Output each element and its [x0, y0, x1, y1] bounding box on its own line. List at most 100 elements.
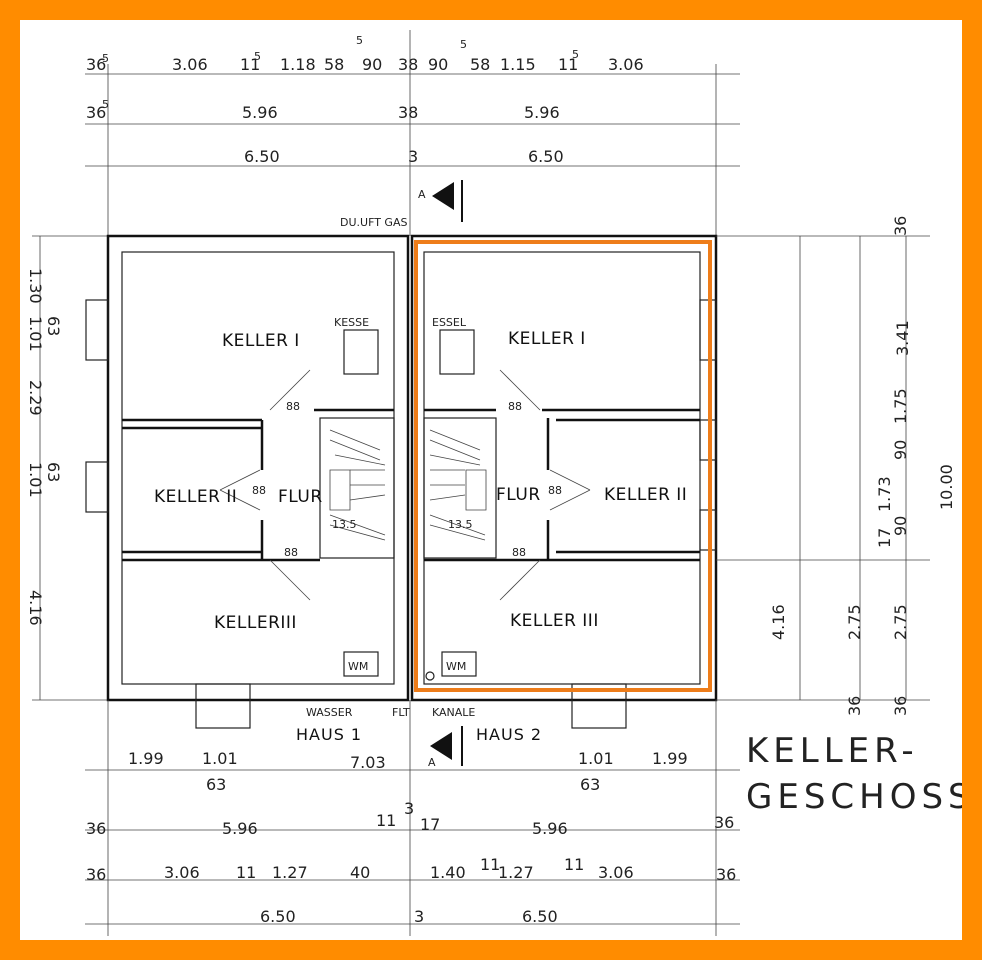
- svg-text:GESCHOSS: GESCHOSS: [746, 777, 962, 817]
- svg-text:11: 11: [564, 855, 584, 874]
- svg-text:FLT: FLT: [392, 706, 410, 719]
- left-dimension-lines: 1.30 1.01 63 2.29 1.01 63 4.16: [26, 235, 110, 701]
- top-row3-labels: 6.50 3 6.50: [244, 147, 564, 166]
- svg-text:WM: WM: [446, 660, 466, 673]
- top-dimension-lines: [85, 30, 740, 236]
- floor-plan-sheet: 36 5 3.06 11 5 1.18 58 5 90 38 90 5 58 1…: [20, 20, 962, 940]
- bottom-row1-labels: 1.99 1.01 63 7.03 1.01 63 1.99: [128, 749, 688, 794]
- svg-text:3.06: 3.06: [164, 863, 200, 882]
- svg-text:2.29: 2.29: [26, 380, 45, 416]
- svg-text:63: 63: [44, 462, 63, 482]
- svg-text:90: 90: [891, 440, 910, 460]
- svg-text:WM: WM: [348, 660, 368, 673]
- bottom-row3-labels: 36 3.06 11 1.27 40 1.40 11 1.27 11 3.06 …: [86, 855, 736, 884]
- svg-text:88: 88: [286, 400, 300, 413]
- svg-text:2.75: 2.75: [845, 604, 864, 640]
- svg-text:4.16: 4.16: [26, 590, 45, 626]
- svg-text:36: 36: [86, 819, 106, 838]
- svg-text:88: 88: [512, 546, 526, 559]
- plan-title: KELLER- GESCHOSS: [746, 731, 962, 817]
- svg-text:1.01: 1.01: [26, 316, 45, 352]
- svg-text:17: 17: [875, 528, 894, 548]
- svg-text:36: 36: [891, 216, 910, 236]
- svg-text:1.01: 1.01: [26, 462, 45, 498]
- svg-text:88: 88: [508, 400, 522, 413]
- svg-text:1.27: 1.27: [272, 863, 308, 882]
- label-haus-2: HAUS 2: [476, 725, 542, 744]
- svg-text:5: 5: [254, 50, 261, 63]
- label-haus-1: HAUS 1: [296, 725, 362, 744]
- svg-text:KELLER-: KELLER-: [746, 731, 919, 771]
- svg-text:90: 90: [891, 516, 910, 536]
- svg-text:11: 11: [240, 55, 260, 74]
- svg-text:5: 5: [572, 48, 579, 61]
- svg-text:11: 11: [236, 863, 256, 882]
- svg-text:63: 63: [580, 775, 600, 794]
- right-col3-labels: 36: [891, 216, 910, 236]
- bottom-annotations: WASSER FLT KANALE HAUS 1 HAUS 2 A: [296, 706, 542, 769]
- svg-text:KESSE: KESSE: [334, 316, 369, 329]
- svg-text:5.96: 5.96: [524, 103, 560, 122]
- right-col2-labels: 3.41 1.75 90 1.73 90 17 2.75 36 10.00: [875, 320, 956, 716]
- svg-text:38: 38: [398, 55, 418, 74]
- haus-1-labels: KELLER I KESSE KELLER II FLUR KELLERIII …: [154, 316, 369, 673]
- right-dimension-lines: [716, 235, 930, 701]
- haus-2-plan: [410, 234, 718, 729]
- room-keller-3-right: KELLER III: [510, 611, 599, 631]
- svg-text:1.27: 1.27: [498, 863, 534, 882]
- svg-text:6.50: 6.50: [260, 907, 296, 926]
- haus-2-labels: KELLER I ESSEL KELLER II FLUR KELLER III…: [432, 316, 687, 673]
- room-keller-3-left: KELLERIII: [214, 613, 297, 633]
- svg-text:1.30: 1.30: [26, 268, 45, 304]
- svg-text:36: 36: [86, 55, 106, 74]
- haus-1-plan: [85, 234, 410, 729]
- svg-text:3: 3: [404, 799, 414, 818]
- svg-text:1.99: 1.99: [652, 749, 688, 768]
- room-keller-1-left: KELLER I: [222, 331, 300, 351]
- svg-text:58: 58: [470, 55, 490, 74]
- bottom-dimension-lines: [85, 700, 740, 936]
- room-keller-1-right: KELLER I: [508, 329, 586, 349]
- svg-text:6.50: 6.50: [528, 147, 564, 166]
- svg-text:40: 40: [350, 863, 370, 882]
- bottom-row4-labels: 6.50 3 6.50: [260, 907, 558, 926]
- svg-text:5: 5: [102, 98, 109, 111]
- svg-text:1.75: 1.75: [891, 388, 910, 424]
- room-keller-2-left: KELLER II: [154, 487, 237, 507]
- svg-text:36: 36: [716, 865, 736, 884]
- svg-text:11: 11: [480, 855, 500, 874]
- highlight-haus-2: [414, 240, 712, 692]
- svg-text:1.01: 1.01: [202, 749, 238, 768]
- svg-text:7.03: 7.03: [350, 753, 386, 772]
- right-col1-labels: 4.16 2.75 36: [769, 604, 864, 716]
- floor-plan-drawing: 36 5 3.06 11 5 1.18 58 5 90 38 90 5 58 1…: [26, 30, 962, 936]
- top-row2-labels: 36 5 5.96 38 5.96: [86, 98, 560, 122]
- svg-text:5: 5: [102, 52, 109, 65]
- room-flur-right: FLUR: [496, 485, 541, 505]
- svg-text:88: 88: [284, 546, 298, 559]
- svg-text:5: 5: [460, 38, 467, 51]
- top-row1-labels: 36 5 3.06 11 5 1.18 58 5 90 38 90 5 58 1…: [86, 34, 644, 74]
- svg-text:A: A: [428, 756, 436, 769]
- svg-text:90: 90: [428, 55, 448, 74]
- svg-text:1.18: 1.18: [280, 55, 316, 74]
- section-marker-top: A DU.UFT GAS: [340, 180, 463, 229]
- svg-text:1.01: 1.01: [578, 749, 614, 768]
- svg-text:A: A: [418, 188, 426, 201]
- svg-text:WASSER: WASSER: [306, 706, 353, 719]
- svg-text:3.41: 3.41: [893, 320, 912, 356]
- svg-text:36: 36: [891, 696, 910, 716]
- svg-text:6.50: 6.50: [522, 907, 558, 926]
- svg-text:1.15: 1.15: [500, 55, 536, 74]
- svg-text:5.96: 5.96: [532, 819, 568, 838]
- svg-text:11: 11: [558, 55, 578, 74]
- bottom-row2-labels: 36 5.96 11 3 17 5.96 36: [86, 799, 734, 838]
- svg-text:6.50: 6.50: [244, 147, 280, 166]
- svg-text:5.96: 5.96: [222, 819, 258, 838]
- svg-text:5.96: 5.96: [242, 103, 278, 122]
- svg-text:17: 17: [420, 815, 440, 834]
- svg-text:3.06: 3.06: [598, 863, 634, 882]
- svg-text:ESSEL: ESSEL: [432, 316, 467, 329]
- svg-text:5: 5: [356, 34, 363, 47]
- svg-text:36: 36: [845, 696, 864, 716]
